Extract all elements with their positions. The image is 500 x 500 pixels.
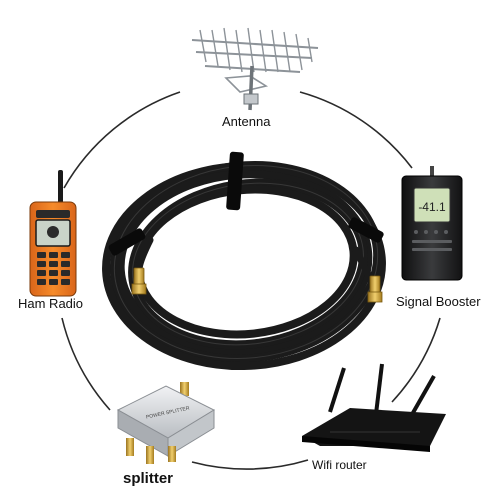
cable-ties bbox=[108, 151, 384, 256]
antenna-icon bbox=[191, 27, 319, 111]
ring-antenna-booster bbox=[299, 91, 413, 169]
sma-connector-right bbox=[367, 275, 383, 303]
ring-splitter-radio bbox=[61, 317, 111, 411]
label-signal-booster: Signal Booster bbox=[396, 294, 481, 309]
ring-router-splitter bbox=[191, 459, 309, 470]
ham-radio-icon bbox=[29, 170, 77, 297]
ring-radio-antenna bbox=[63, 91, 181, 189]
label-splitter: splitter bbox=[123, 470, 174, 487]
wifi-router-icon bbox=[302, 363, 446, 452]
booster-display-text: -41.1 bbox=[418, 200, 446, 214]
coax-cable bbox=[102, 161, 386, 371]
splitter-icon: POWER SPLITTER bbox=[116, 382, 216, 464]
connection-ring bbox=[61, 91, 441, 470]
label-ham-radio: Ham Radio bbox=[18, 296, 84, 311]
label-antenna: Antenna bbox=[222, 114, 271, 129]
sma-connector-left bbox=[131, 267, 147, 295]
label-wifi-router: Wifi router bbox=[312, 458, 367, 472]
signal-booster-icon: -41.1 bbox=[401, 166, 463, 281]
ring-booster-router bbox=[391, 317, 441, 403]
